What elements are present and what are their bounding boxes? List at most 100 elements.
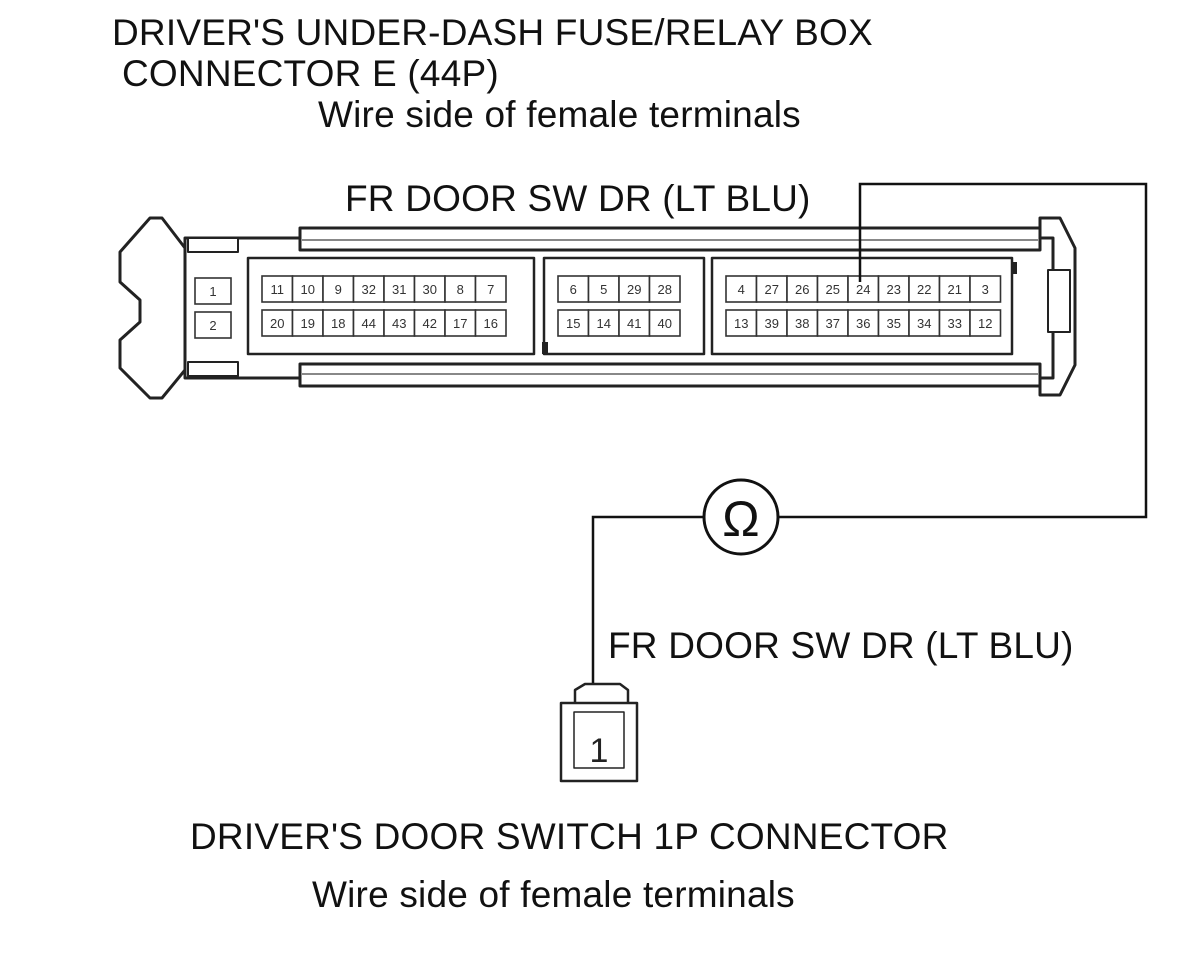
connector-e-pin-label: 15 [566, 316, 580, 331]
connector-e-pin-cell [786, 309, 819, 337]
connector-e-pin: 9 [322, 275, 355, 303]
connector-e-side-tab [1047, 269, 1071, 333]
connector-e-pin: 5 [587, 275, 620, 303]
connector-e-pin: 21 [938, 275, 971, 303]
connector-e-pin: 2 [194, 311, 232, 339]
connector-e-pin-label: 39 [765, 316, 779, 331]
connector-e-pin-label: 29 [627, 282, 641, 297]
connector-e-pin-label: 41 [627, 316, 641, 331]
connector-e-pin-cell [322, 309, 355, 337]
connector-e-pin: 33 [938, 309, 971, 337]
connector-e-pin: 26 [786, 275, 819, 303]
connector-e-pin-label: 14 [597, 316, 611, 331]
connector-e-left-latch [118, 216, 187, 400]
ohmmeter-icon [702, 478, 780, 556]
connector-e-pin-cell [816, 309, 849, 337]
connector-e-pin-cell [261, 275, 294, 303]
connector-e-pin: 31 [383, 275, 416, 303]
connector-e-pin-label: 37 [826, 316, 840, 331]
connector-e-pin-label: 13 [734, 316, 748, 331]
lower-wire [591, 515, 703, 708]
connector-e-pin-label: 24 [856, 282, 870, 297]
connector-e-pin-label: 36 [856, 316, 870, 331]
connector-e-pin-cell [444, 309, 477, 337]
connector-e-pin-label: 28 [658, 282, 672, 297]
connector-e-pin-cell [969, 275, 1002, 303]
connector-e-pin-cell [194, 311, 232, 339]
connector-e-pin-label: 40 [658, 316, 672, 331]
connector-e-pin: 20 [261, 309, 294, 337]
connector-e-pin: 10 [291, 275, 324, 303]
connector-e-pin-label: 9 [335, 282, 342, 297]
connector-e-pin-cell [847, 309, 880, 337]
connector-e-pin-label: 38 [795, 316, 809, 331]
connector-e-pin-label: 31 [392, 282, 406, 297]
door-switch-connector [559, 682, 639, 783]
connector-e-pin-label: 33 [948, 316, 962, 331]
connector-e-pin: 15 [557, 309, 590, 337]
connector-e-pin-cell [413, 309, 446, 337]
connector-e-pin-label: 20 [270, 316, 284, 331]
connector-e-pin-cell [413, 275, 446, 303]
connector-e-pin-cell [938, 275, 971, 303]
connector-e-left-clip-top [187, 237, 239, 253]
connector-e-pin: 42 [413, 309, 446, 337]
connector-e-pin: 35 [877, 309, 910, 337]
connector-e-pin: 30 [413, 275, 446, 303]
connector-e-pin-label: 10 [301, 282, 315, 297]
connector-e-pin-cell [291, 309, 324, 337]
door-switch-pin-1: 1 [590, 732, 609, 770]
connector-e-pin: 16 [474, 309, 507, 337]
connector-e-pin-label: 32 [362, 282, 376, 297]
connector-e-pin-cell [383, 309, 416, 337]
connector-e-key-slot-right [1012, 262, 1017, 274]
connector-e-pin-label: 27 [765, 282, 779, 297]
connector-e-title-line1: DRIVER'S UNDER-DASH FUSE/RELAY BOX [112, 12, 873, 53]
door-switch-title: DRIVER'S DOOR SWITCH 1P CONNECTOR [190, 816, 949, 857]
connector-e-pin: 25 [816, 275, 849, 303]
connector-e-pin-label: 6 [570, 282, 577, 297]
connector-e-pin-cell [648, 309, 681, 337]
door-switch-inner [573, 711, 625, 769]
upper-wire-label: FR DOOR SW DR (LT BLU) [345, 178, 811, 219]
connector-e-pin-cell [291, 275, 324, 303]
connector-e-pin-cell [908, 275, 941, 303]
connector-e-pin: 23 [877, 275, 910, 303]
connector-e-pin: 34 [908, 309, 941, 337]
connector-e-pin-label: 35 [887, 316, 901, 331]
connector-e-pin-label: 11 [271, 282, 285, 297]
connector-e-pin-label: 19 [301, 316, 315, 331]
connector-e-pin: 39 [755, 309, 788, 337]
lower-wire-label: FR DOOR SW DR (LT BLU) [608, 625, 1074, 666]
connector-e-pin-cell [969, 309, 1002, 337]
connector-e-left-clip-bottom [187, 361, 239, 377]
connector-e-pin-label: 44 [362, 316, 376, 331]
connector-e-pin-cell [474, 309, 507, 337]
connector-e-pin: 1 [194, 277, 232, 305]
upper-wire [779, 182, 1148, 519]
connector-e-pin: 29 [618, 275, 651, 303]
door-switch-latch [573, 682, 630, 705]
connector-e [118, 216, 1077, 400]
connector-e-pin-cell [618, 275, 651, 303]
connector-e-key-slot [542, 342, 548, 354]
connector-e-title-line2: CONNECTOR E (44P) [122, 53, 499, 94]
connector-e-pin: 13 [725, 309, 758, 337]
connector-e-pin-label: 3 [982, 282, 989, 297]
connector-e-pin-label: 30 [423, 282, 437, 297]
connector-e-pin: 14 [587, 309, 620, 337]
connector-e-pin: 3 [969, 275, 1002, 303]
connector-e-pin: 18 [322, 309, 355, 337]
connector-e-pin-cell [816, 275, 849, 303]
connector-e-pin: 38 [786, 309, 819, 337]
door-switch-subtitle: Wire side of female terminals [312, 874, 795, 915]
connector-e-pin-label: 21 [948, 282, 962, 297]
connector-e-frame-a [246, 256, 536, 356]
connector-e-pin-label: 17 [453, 316, 467, 331]
connector-e-pin-cell [194, 277, 232, 305]
connector-e-subtitle: Wire side of female terminals [318, 94, 801, 135]
connector-e-pin-label: 5 [600, 282, 607, 297]
connector-e-pin-label: 26 [795, 282, 809, 297]
connector-e-pin-label: 18 [331, 316, 345, 331]
connector-e-pin: 36 [847, 309, 880, 337]
